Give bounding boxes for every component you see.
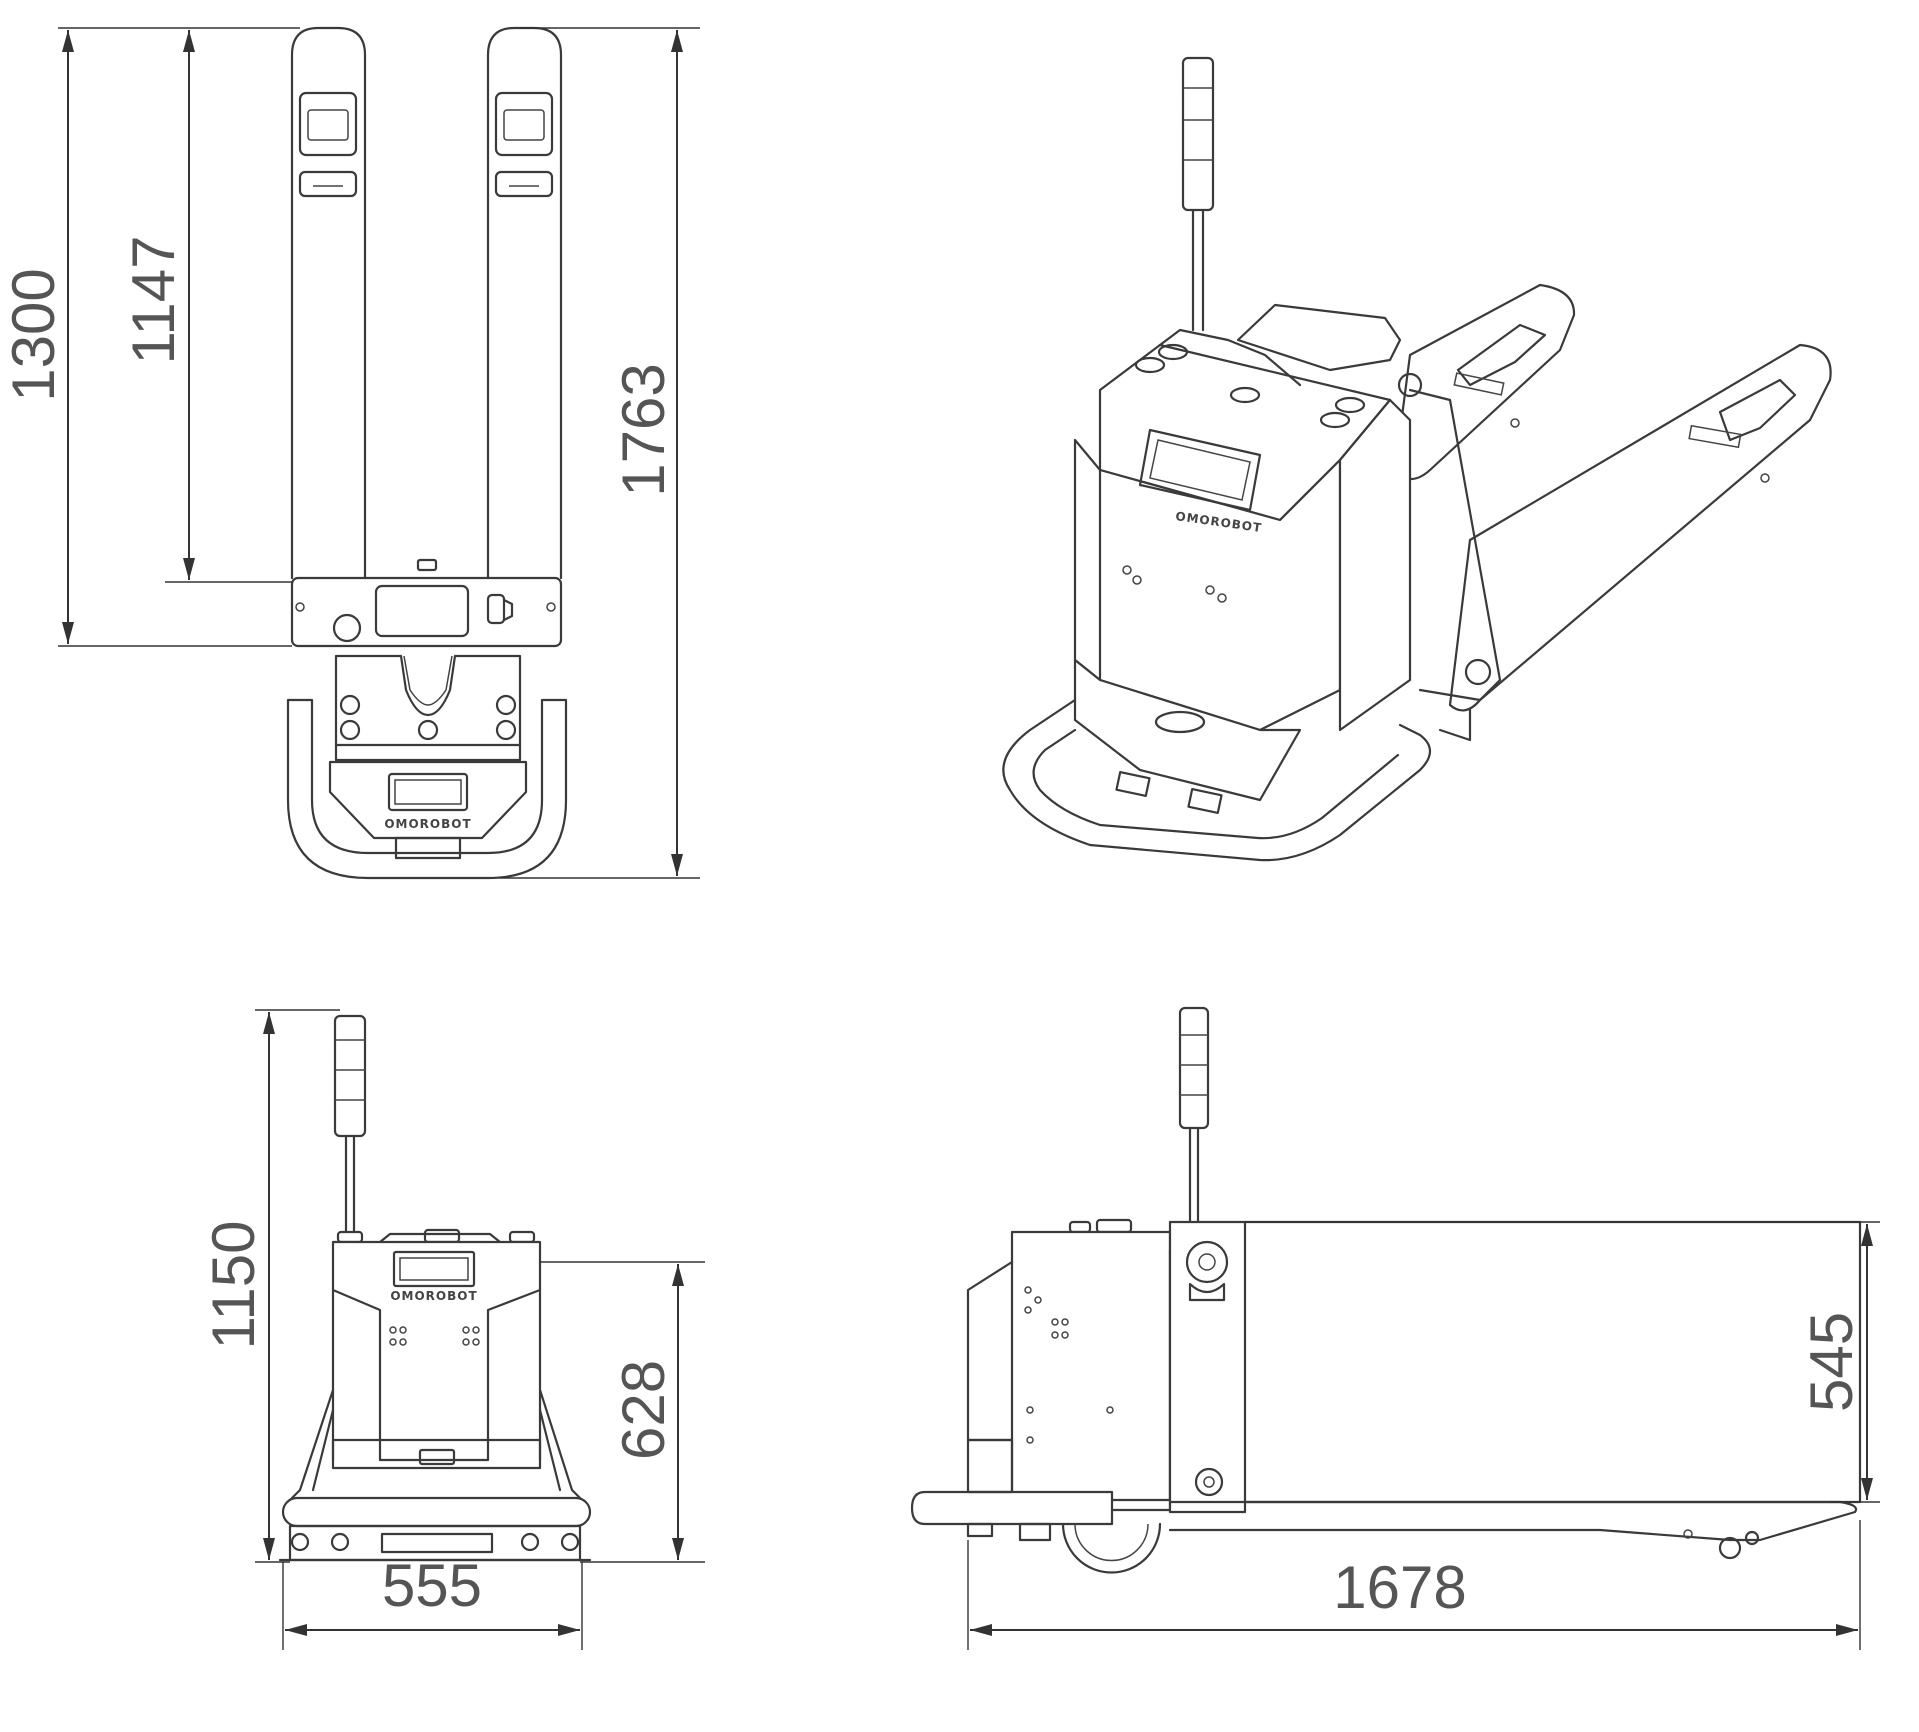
side-view [910,1006,1862,1574]
side-view-dimensions: 545 1678 [967,1221,1880,1650]
front-logo-text: OMOROBOT [390,1289,477,1303]
drive-unit [334,654,522,762]
side-tiller-bar [910,1490,1114,1526]
top-view-dimensions: 1300 1147 1763 [0,27,700,879]
front-body [331,1240,542,1462]
front-display-screen [392,1250,476,1288]
front-view: OMOROBOT [278,1014,592,1562]
signal-tower [1181,56,1215,212]
dim-label-1300: 1300 [0,268,67,401]
display-screen [387,772,469,812]
dim-label-1150: 1150 [200,1220,267,1349]
dim-label-628: 628 [610,1360,677,1460]
logo-text: OMOROBOT [384,817,471,831]
top-view: OMOROBOT [286,26,568,880]
left-fork [290,26,367,580]
side-body [1010,1230,1172,1502]
side-signal-tower [1178,1006,1210,1130]
chassis-plate [290,576,563,648]
side-drive-wheel [1061,1522,1162,1574]
iso-fork-rear [1393,283,1576,481]
dim-label-1678: 1678 [1333,1554,1466,1621]
dim-label-555: 555 [382,1552,482,1619]
dim-label-1763: 1763 [610,363,677,496]
iso-tiller-handle [1002,698,1432,862]
front-signal-tower [333,1014,367,1138]
dim-label-545: 545 [1798,1312,1865,1412]
dim-label-1147: 1147 [120,235,187,364]
front-view-dimensions: 1150 628 555 [200,1009,705,1650]
front-tiller-bar [281,1496,592,1528]
side-fork-outline [1243,1220,1862,1504]
control-head [328,760,528,840]
tiller-handle [286,698,568,880]
isometric-view: OMOROBOT [1002,56,1832,862]
iso-fork-front [1448,343,1832,712]
iso-display-screen [1138,428,1262,512]
